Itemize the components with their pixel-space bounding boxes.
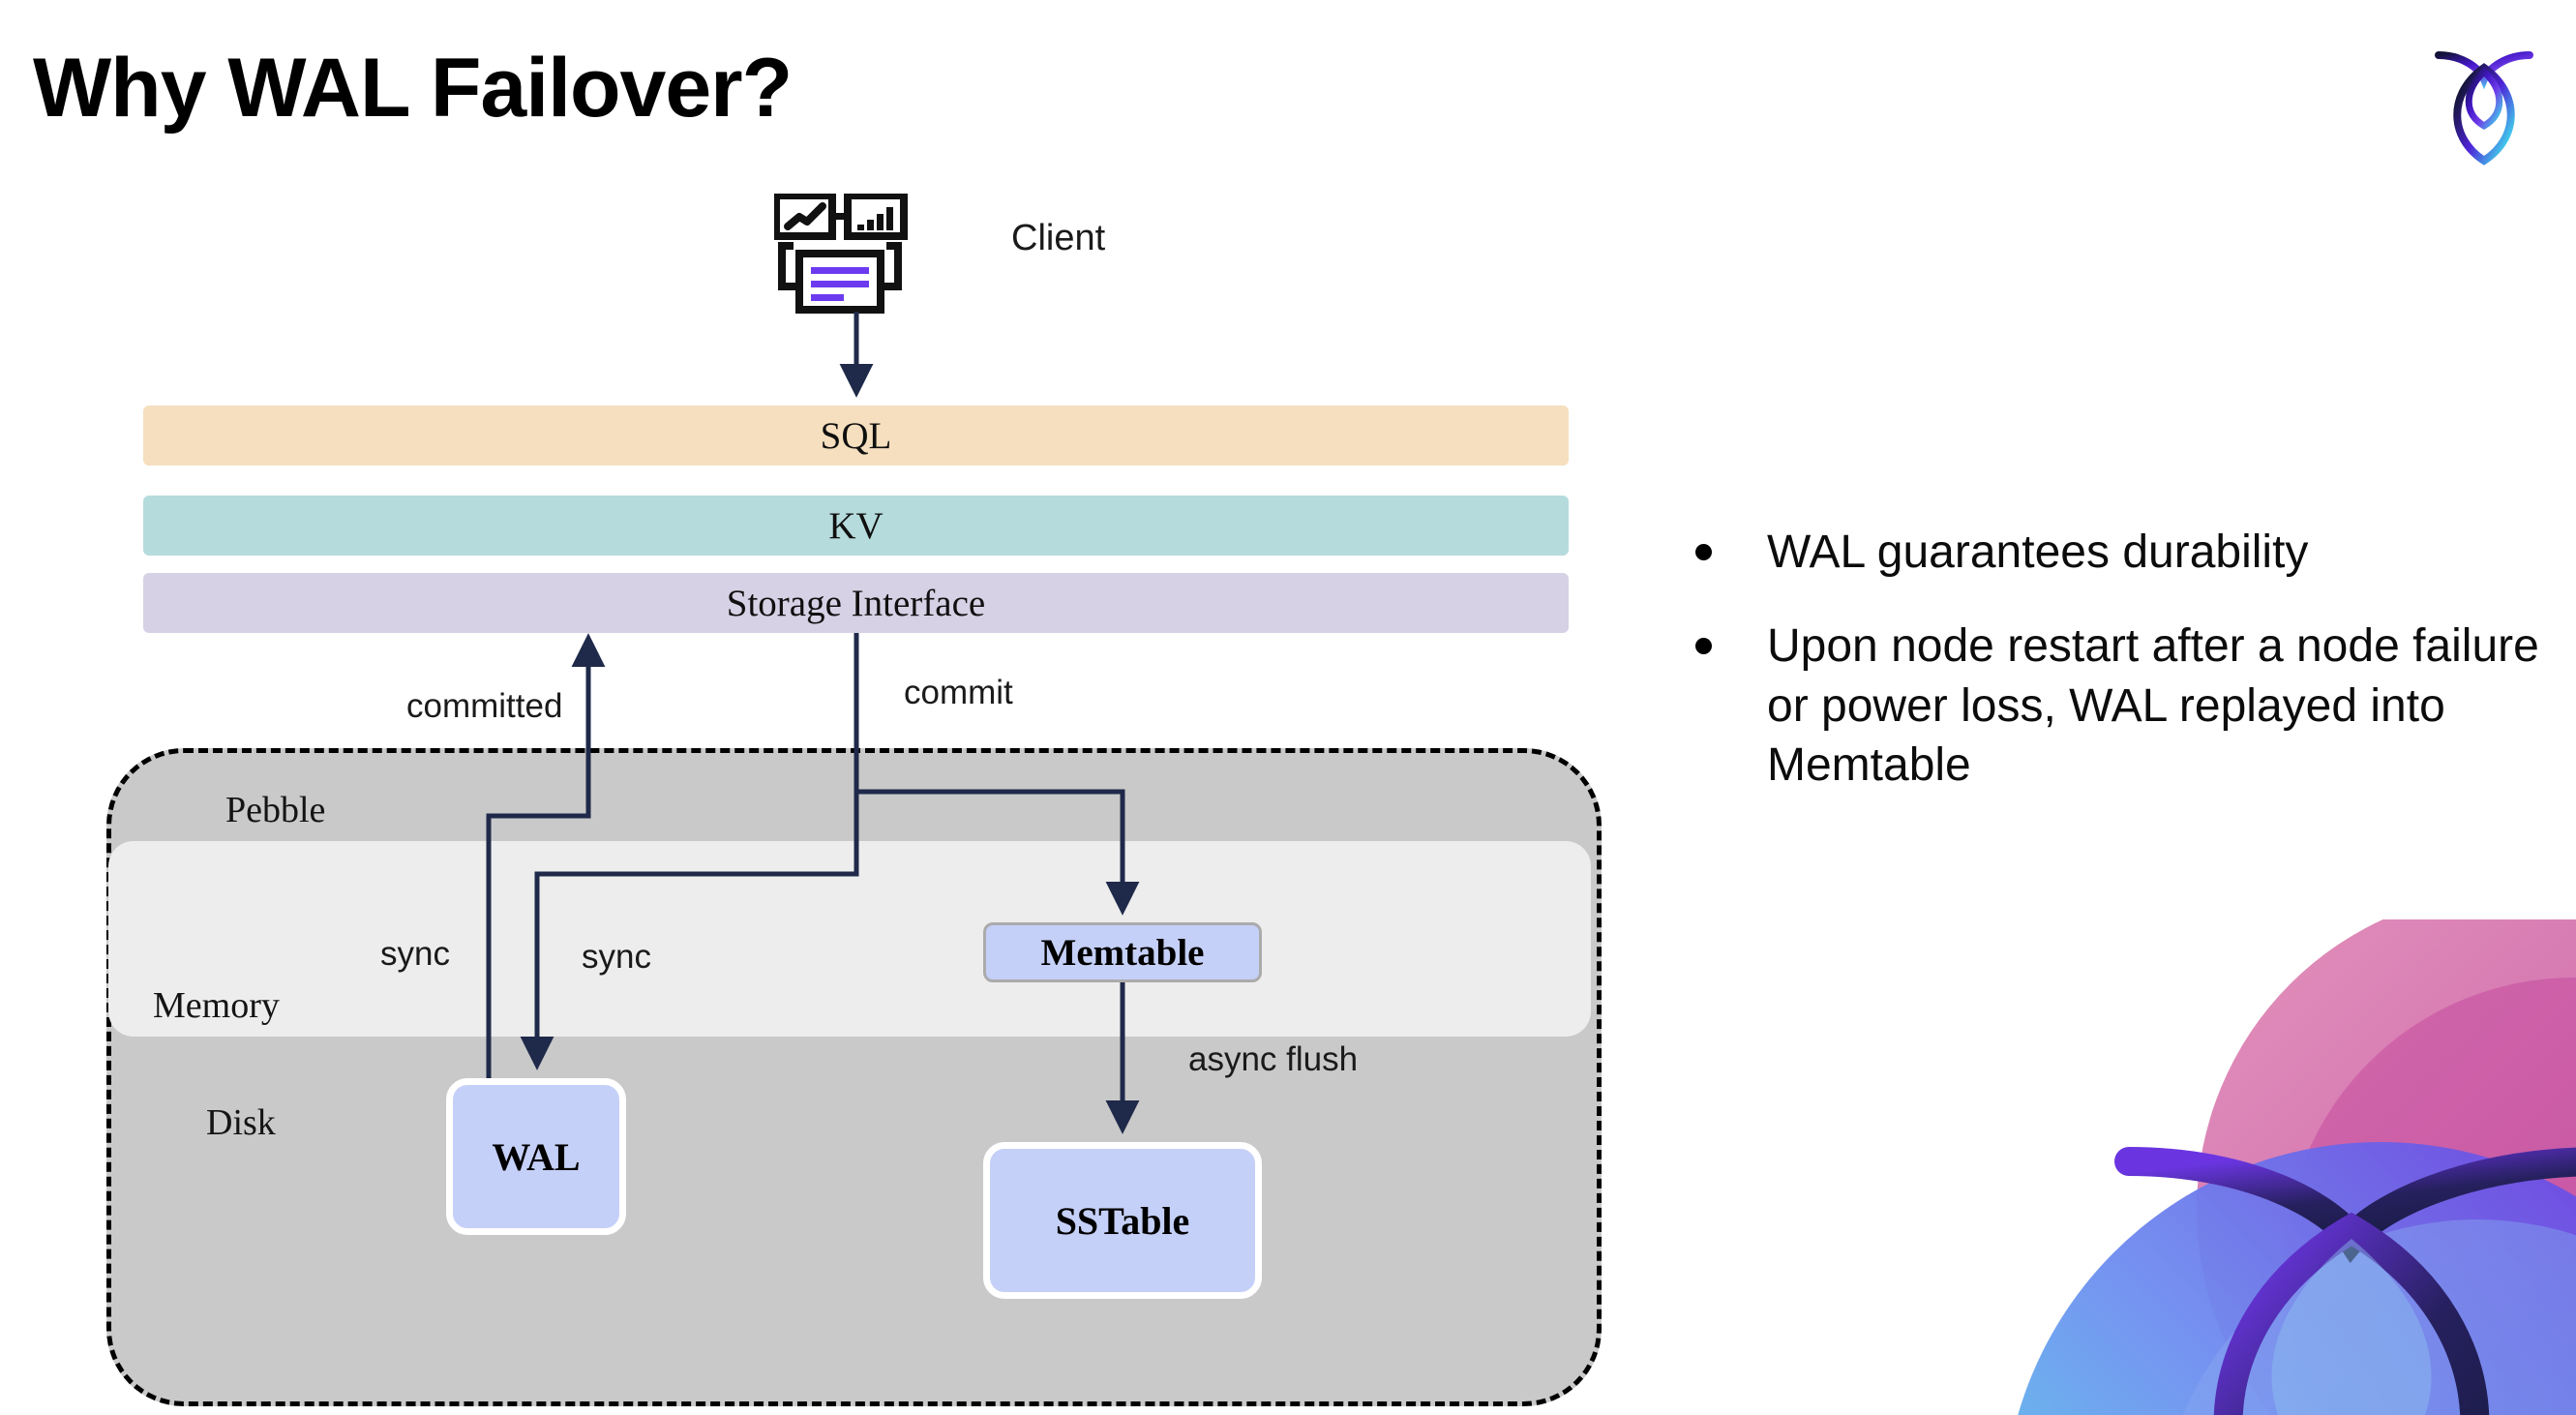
node-wal-label: WAL (492, 1134, 581, 1179)
node-memtable-label: Memtable (1040, 931, 1205, 974)
node-sstable-label: SSTable (1055, 1198, 1190, 1243)
layer-bar-storage-interface-label: Storage Interface (726, 582, 986, 624)
pebble-label: Pebble (225, 790, 326, 830)
edge-label-async-flush: async flush (1188, 1040, 1359, 1078)
cockroachdb-logo (2411, 29, 2557, 174)
bullet-dot-icon (1695, 638, 1712, 655)
client-dashboard-icon (772, 192, 929, 315)
bullet-list: WAL guarantees durability Upon node rest… (1695, 523, 2547, 830)
layer-bar-storage-interface[interactable]: Storage Interface (143, 573, 1569, 633)
disk-zone-label: Disk (206, 1102, 276, 1143)
bullet-dot-icon (1695, 544, 1712, 560)
layer-bar-kv-label: KV (828, 504, 884, 547)
list-item: Upon node restart after a node failure o… (1695, 617, 2547, 795)
layer-bar-sql-label: SQL (820, 414, 892, 457)
edge-label-committed: committed (406, 687, 563, 725)
architecture-diagram: Client SQL KV Storage Interface Pebble M… (106, 192, 1602, 1406)
edge-label-commit: commit (904, 674, 1013, 711)
edge-label-sync-left: sync (380, 935, 450, 973)
client-label: Client (1011, 218, 1106, 258)
node-wal[interactable]: WAL (446, 1078, 626, 1235)
memory-zone-band (108, 841, 1591, 1037)
layer-bar-sql[interactable]: SQL (143, 406, 1569, 466)
list-item: WAL guarantees durability (1695, 523, 2547, 582)
page-title: Why WAL Failover? (33, 42, 793, 135)
edge-label-sync-right: sync (582, 938, 651, 976)
node-memtable[interactable]: Memtable (983, 922, 1262, 982)
bullet-text: Upon node restart after a node failure o… (1767, 620, 2539, 792)
layer-bar-kv[interactable]: KV (143, 496, 1569, 556)
cockroachdb-watermark-artwork (1935, 919, 2576, 1415)
memory-zone-label: Memory (153, 985, 280, 1026)
node-sstable[interactable]: SSTable (983, 1142, 1262, 1299)
bullet-text: WAL guarantees durability (1767, 527, 2309, 578)
